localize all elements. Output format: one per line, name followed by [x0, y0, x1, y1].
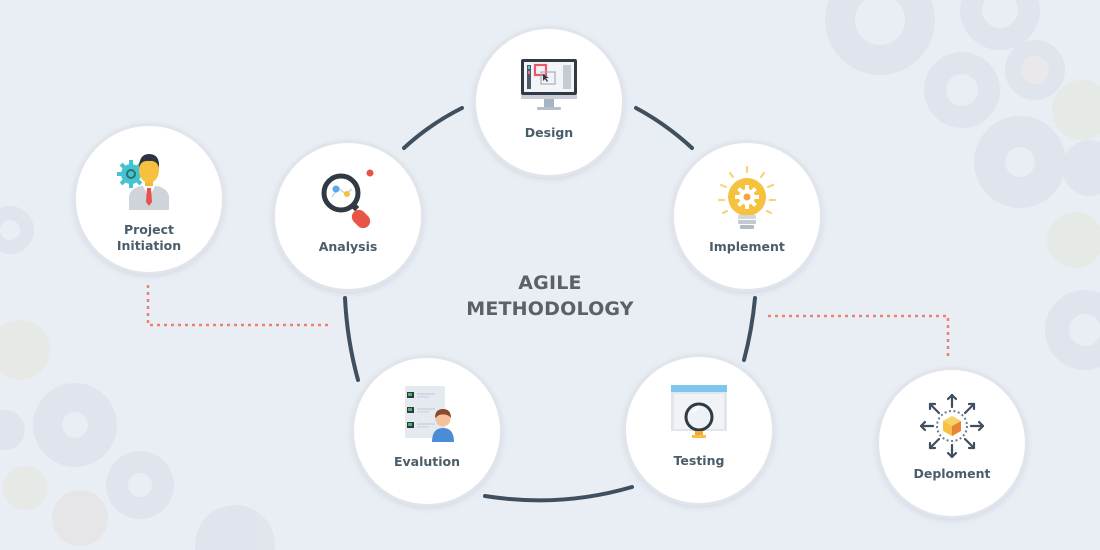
node-label: Testing	[673, 453, 725, 468]
magnifier-chart-icon	[321, 169, 374, 229]
node-label: Evalution	[393, 454, 461, 469]
node-implement[interactable]: Implement	[674, 143, 820, 289]
box-arrows-icon	[919, 393, 985, 459]
businessman-gear-icon	[117, 154, 169, 210]
dotted-connector-initiation-analysis	[146, 285, 330, 327]
node-label-line-1: Project	[123, 222, 175, 237]
checklist-person-icon	[405, 386, 454, 442]
node-label: Project Initiation	[117, 222, 181, 254]
arc-analysis-design	[402, 106, 464, 150]
node-label: Analysis	[318, 239, 378, 254]
node-label: Implement	[709, 239, 785, 254]
arc-design-implement	[634, 106, 694, 150]
browser-magnifier-icon	[671, 385, 727, 438]
node-evalution[interactable]: Evalution	[354, 358, 500, 504]
diagram-title: AGILE METHODOLOGY	[440, 270, 660, 322]
node-deploment[interactable]: Deploment	[879, 370, 1025, 516]
node-project-initiation[interactable]: Project Initiation	[76, 126, 222, 272]
node-design[interactable]: Design	[476, 29, 622, 175]
arc-testing-evalution	[483, 485, 634, 503]
node-label-line-2: Initiation	[116, 238, 182, 253]
title-line-1: AGILE	[518, 272, 582, 294]
title-line-2: METHODOLOGY	[466, 298, 634, 320]
node-analysis[interactable]: Analysis	[275, 143, 421, 289]
monitor-design-icon	[521, 59, 577, 110]
arc-implement-testing	[742, 296, 757, 362]
dotted-connector-implement-deploment	[768, 314, 950, 360]
node-testing[interactable]: Testing	[626, 357, 772, 503]
node-label: Design	[524, 125, 574, 140]
lightbulb-gear-icon	[717, 165, 777, 229]
arc-evalution-analysis	[343, 296, 360, 382]
node-label: Deploment	[913, 466, 991, 481]
